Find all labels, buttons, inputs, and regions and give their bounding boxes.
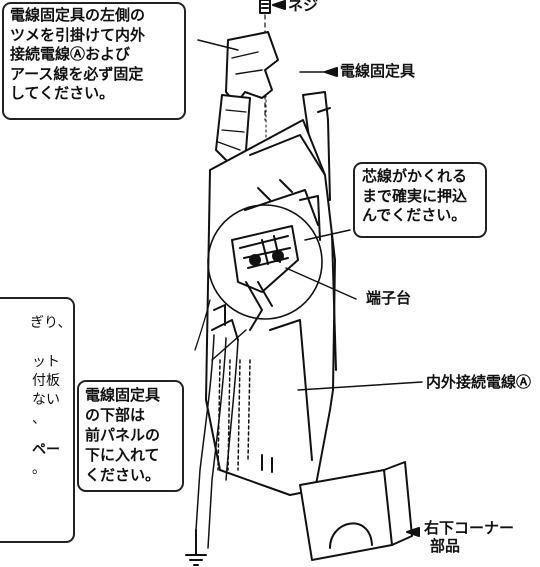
terminal-block-label: 端子台 — [366, 289, 412, 307]
unit-body-illustration — [205, 91, 337, 496]
wire-fixture-illustration — [215, 31, 279, 169]
callout-line: 前パネルの — [85, 426, 161, 444]
callout-line: 芯線がかくれる — [362, 167, 468, 185]
terminal-block-detail — [207, 204, 323, 331]
fixture-label: 電線固定具 — [340, 62, 416, 80]
partial-line: ない — [32, 392, 60, 408]
callout-line: 接続電線Ⓐおよび — [10, 45, 131, 63]
fixture-instruction-callout: 電線固定具の左側の ツメを引掛けて内外 接続電線Ⓐおよび アース線を必ず固定 し… — [2, 2, 186, 120]
callout-line: 電線固定具の左側の — [10, 6, 146, 24]
screw-label: ネジ — [288, 0, 319, 14]
partial-line: 。 — [32, 461, 46, 477]
callout-line: の下部は — [85, 406, 146, 424]
partial-line: ット — [32, 354, 60, 370]
leader-lines — [197, 39, 423, 391]
connection-wire-bundle — [194, 299, 251, 549]
corner-part-label-line1: 右下コーナー — [424, 519, 515, 537]
corner-part-label-line2: 部品 — [430, 537, 461, 555]
core-wire-instruction-callout: 芯線がかくれる まで確実に押込 んでください。 — [353, 162, 487, 238]
partial-line: ペー — [32, 442, 60, 458]
partial-line: 付板 — [32, 373, 60, 389]
callout-line: 電線固定具 — [85, 386, 161, 404]
connection-wire-label: 内外接続電線Ⓐ — [426, 373, 532, 391]
callout-line: アース線を必ず固定 — [10, 64, 144, 83]
partial-line: 、 — [32, 411, 46, 427]
callout-line: してください。 — [10, 84, 115, 102]
callout-line: ツメを引掛けて内外 — [10, 25, 146, 44]
arrow-icons — [272, 0, 420, 537]
corner-part-illustration — [299, 461, 413, 561]
partial-left-callout: ぎり、 ット 付板 ない 、 ペー 。 — [0, 297, 75, 543]
callout-line: ください。 — [85, 466, 161, 484]
callout-line: んでください。 — [362, 206, 467, 224]
ground-symbol — [185, 529, 207, 566]
partial-line: ぎり、 — [30, 315, 72, 331]
callout-line: まで確実に押込 — [362, 186, 468, 205]
fixture-bottom-instruction-callout: 電線固定具 の下部は 前パネルの 下に入れて ください。 — [77, 380, 184, 492]
callout-line: 下に入れて — [85, 446, 160, 464]
